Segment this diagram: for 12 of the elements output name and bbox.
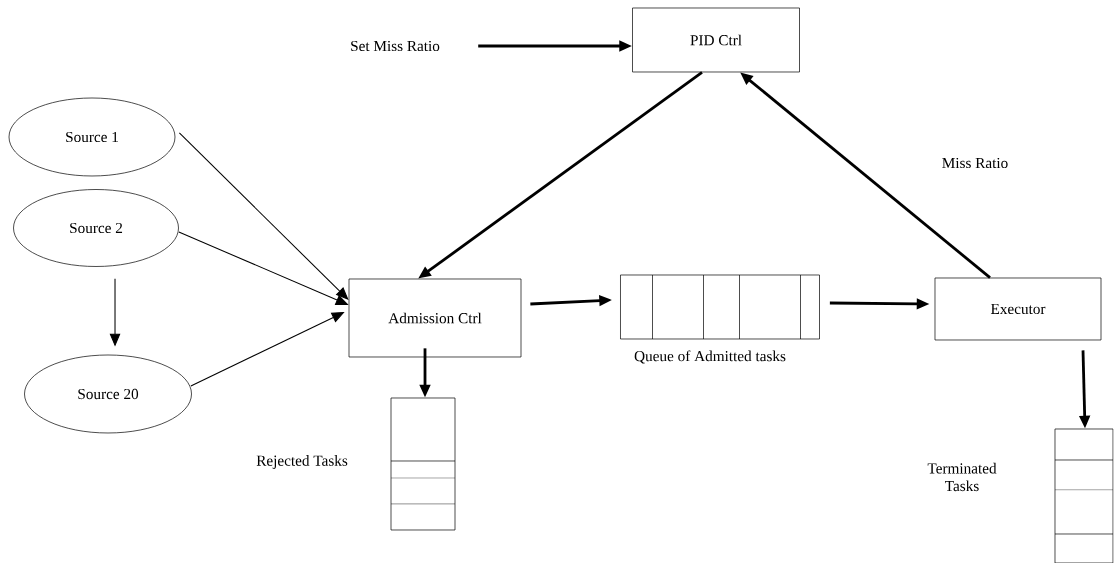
node-caption: Terminated Tasks: [927, 462, 997, 492]
input-label: Set Miss Ratio: [351, 40, 440, 52]
node-caption: Rejected Tasks: [256, 455, 348, 469]
signal-label: Miss Ratio: [942, 157, 1008, 169]
arrow: [178, 132, 349, 300]
stack-drawing: [390, 397, 456, 531]
process-box: PID Ctrl: [632, 7, 800, 73]
process-box: Admission Ctrl: [348, 278, 522, 358]
process-box: Executor: [934, 277, 1102, 341]
node-caption: Queue of Admitted tasks: [634, 350, 786, 364]
queue-drawing: [620, 274, 820, 340]
stack-drawing: [1054, 428, 1114, 563]
